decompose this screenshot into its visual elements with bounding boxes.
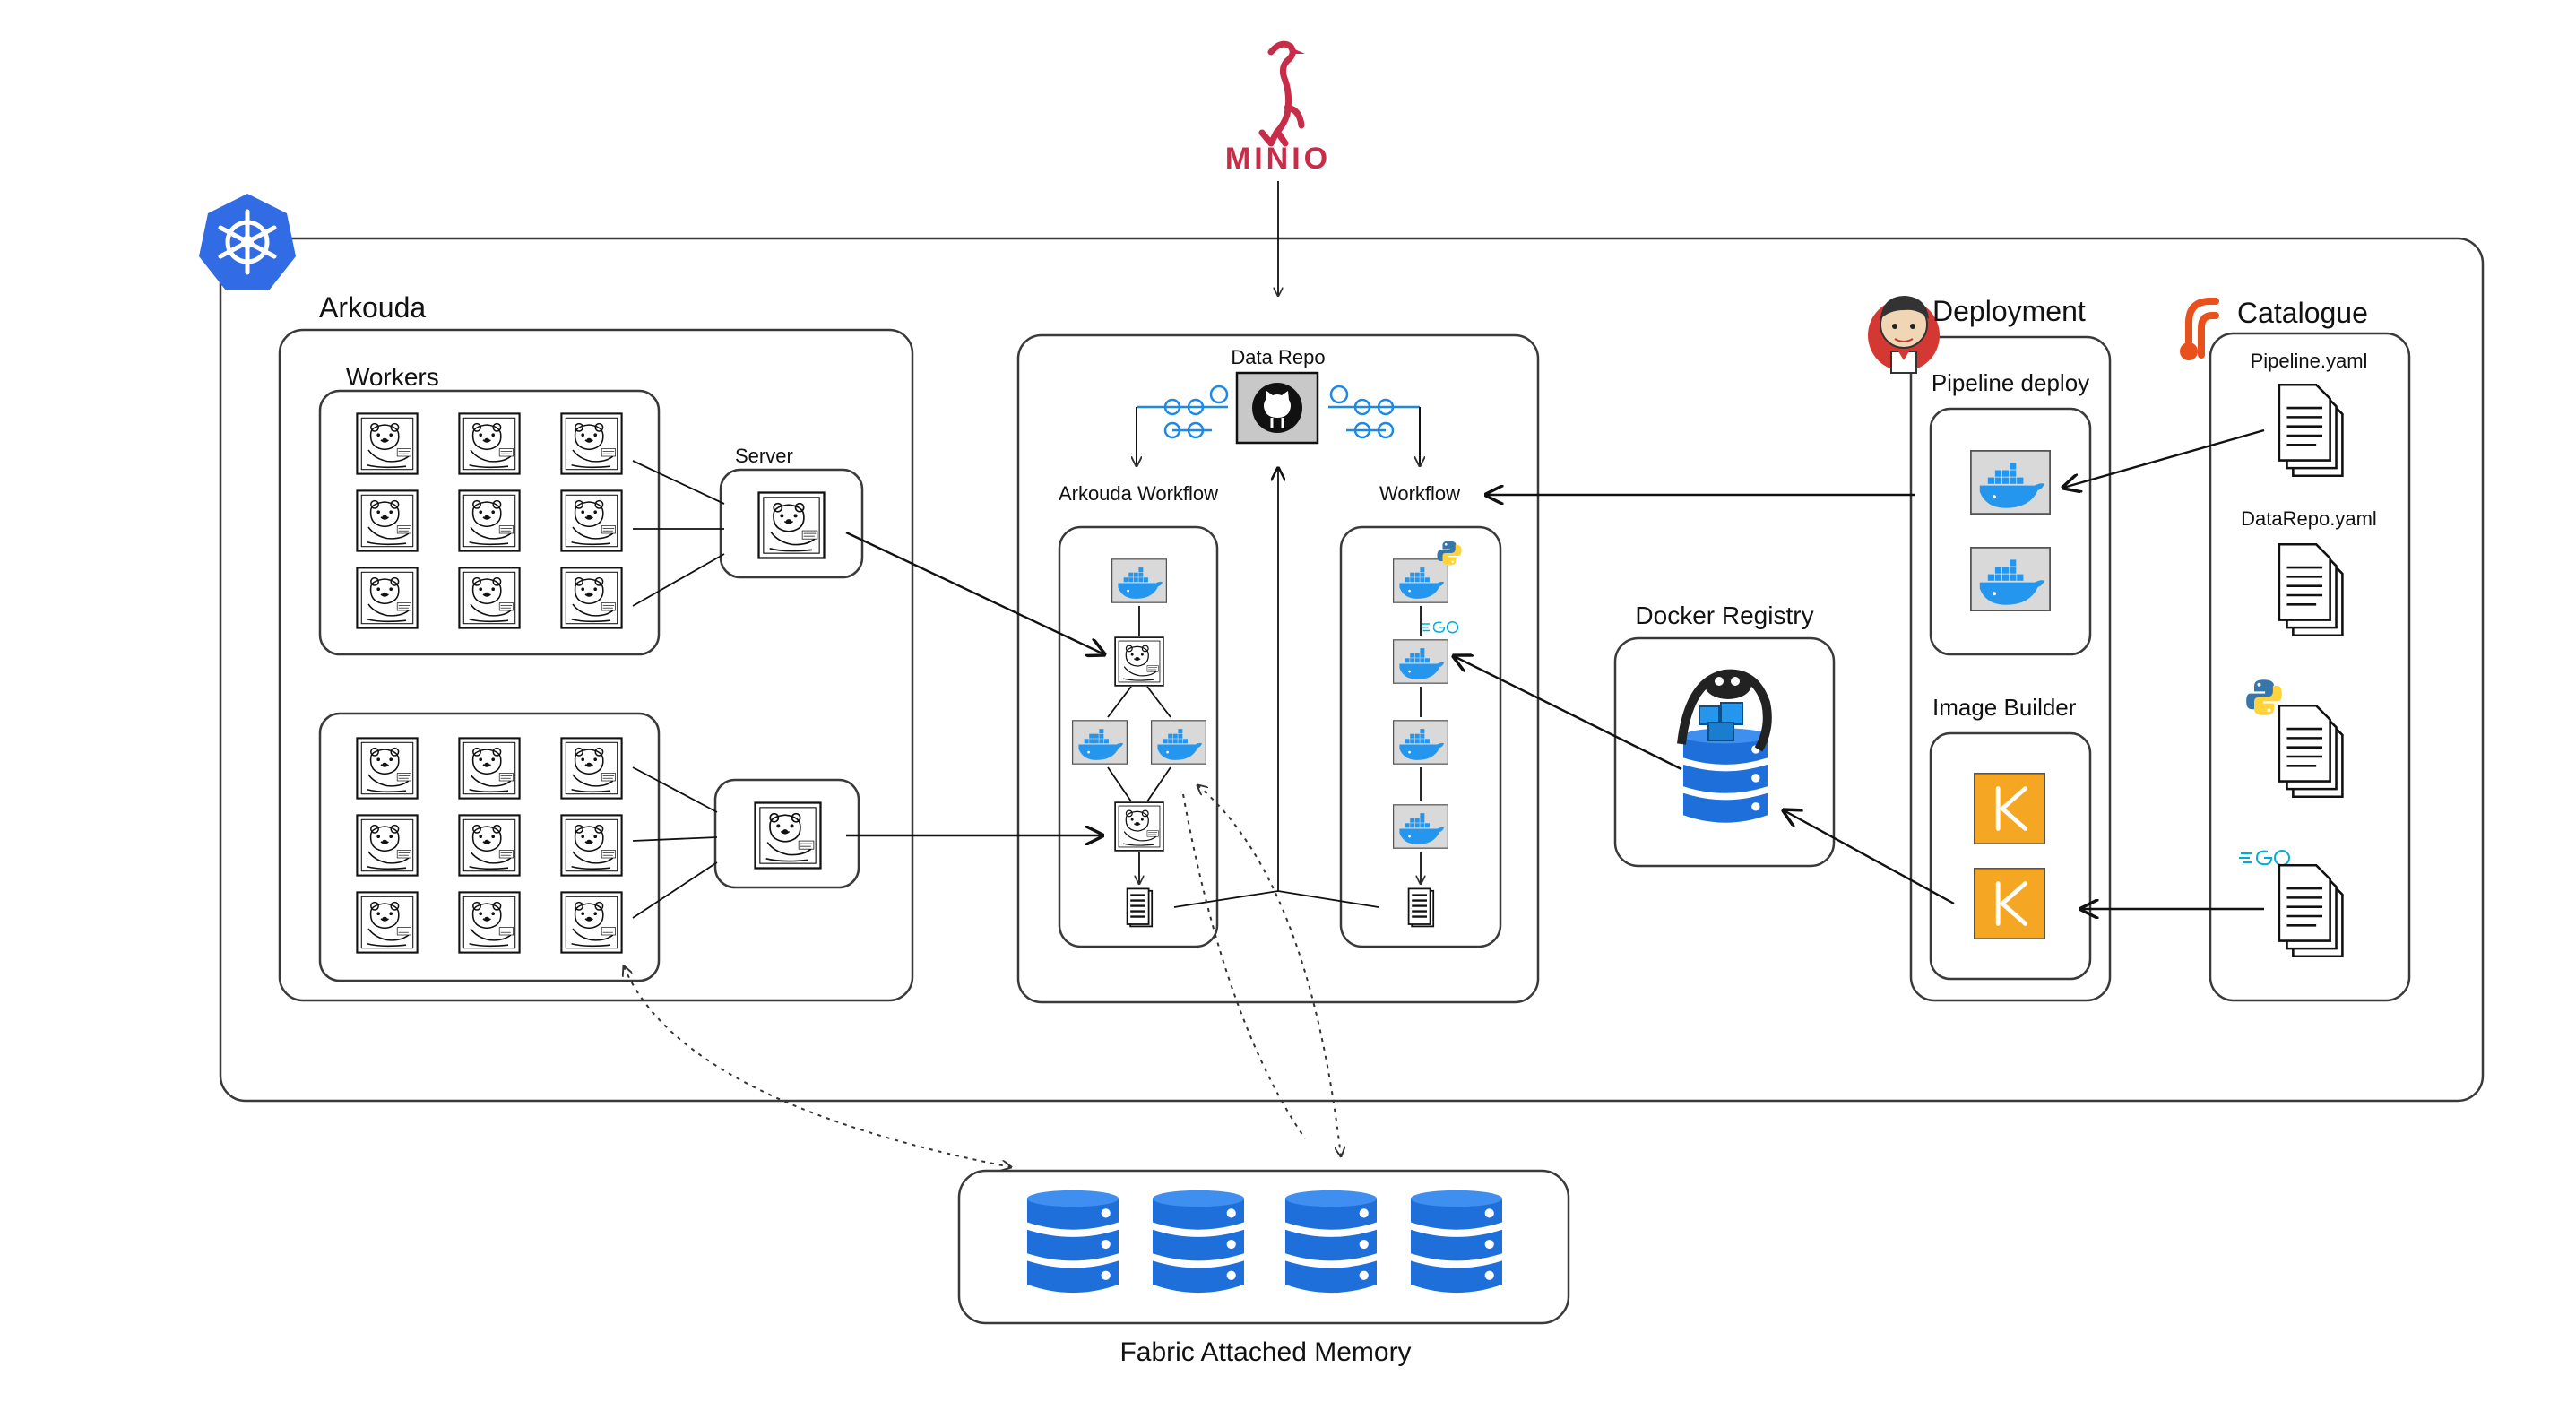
arkouda-title: Arkouda (319, 291, 426, 324)
catalogue-file-datarepo: DataRepo.yaml (2241, 507, 2377, 530)
polar-bear-icon (560, 891, 623, 954)
fam-title: Fabric Attached Memory (1119, 1337, 1411, 1367)
polar-bear-icon (458, 891, 521, 954)
polar-bear-icon (1114, 801, 1164, 852)
document-stack-icon (2278, 383, 2344, 478)
docker-icon (1970, 449, 2051, 515)
polar-bear-icon (458, 737, 521, 800)
docker-icon (1970, 546, 2051, 612)
database-icon (1411, 1190, 1502, 1294)
workers-grid-bottom (356, 737, 623, 954)
docker-icon (1072, 720, 1128, 765)
docker-icon (1393, 639, 1448, 684)
flow-icon-right (1328, 385, 1420, 439)
workflow-box (1339, 525, 1502, 948)
database-icon (1153, 1190, 1244, 1294)
arkouda-box (278, 328, 914, 1002)
docker-registry-box (1613, 636, 1836, 868)
polar-bear-icon (458, 412, 521, 475)
workers-box-top (318, 389, 661, 656)
kubernetes-icon (199, 194, 296, 290)
arkouda-workflow-box (1058, 525, 1219, 948)
go-icon (2239, 850, 2290, 866)
catalogue-title: Catalogue (2237, 297, 2368, 329)
kubeflow-icon (1975, 774, 2044, 844)
catalogue-file-pipeline: Pipeline.yaml (2251, 350, 2368, 372)
docker-icon (1151, 720, 1206, 765)
docker-icon (1111, 558, 1167, 603)
docker-icon (1393, 720, 1448, 765)
go-icon (1420, 620, 1459, 634)
deployment-box (1909, 335, 2112, 1002)
polar-bear-icon (458, 814, 521, 877)
image-builder-box (1929, 731, 2092, 981)
polar-bear-icon (356, 412, 419, 475)
polar-bear-icon (356, 489, 419, 552)
document-stack-icon (2278, 542, 2344, 637)
database-icon (1285, 1190, 1377, 1294)
data-repo-title: Data Repo (1231, 346, 1325, 368)
fam-box (957, 1169, 1570, 1325)
minio-logo: MINIO (1225, 40, 1331, 176)
document-stack-icon (2278, 863, 2344, 958)
polar-bear-icon (560, 814, 623, 877)
polar-bear-icon (560, 567, 623, 629)
workflow-title: Workflow (1379, 482, 1460, 505)
polar-bear-icon (560, 489, 623, 552)
fam-dotted-links (624, 785, 1341, 1167)
polar-bear-icon (560, 737, 623, 800)
arkouda-workflow-edges (1107, 606, 1171, 884)
document-stack-icon (2278, 704, 2344, 799)
docker-registry-icon (1677, 669, 1772, 823)
polar-bear-icon (560, 412, 623, 475)
polar-bear-icon (356, 891, 419, 954)
document-icon (1407, 887, 1435, 928)
image-builder-title: Image Builder (1932, 694, 2077, 721)
arkouda-workflow-title: Arkouda Workflow (1059, 482, 1218, 505)
catalogue-box (2209, 332, 2411, 1002)
polar-bear-icon (1114, 636, 1164, 687)
docker-icon (1393, 558, 1448, 603)
kubernetes-cluster-box (219, 237, 2485, 1103)
deployment-title: Deployment (1932, 295, 2086, 327)
workers-box-bottom (318, 712, 661, 982)
jenkins-icon (1868, 296, 1940, 374)
kubeflow-icon (1975, 869, 2044, 939)
polar-bear-icon (757, 491, 826, 559)
main-arrows (845, 428, 2265, 909)
polar-bear-icon (458, 489, 521, 552)
polar-bear-icon (356, 814, 419, 877)
docker-registry-title: Docker Registry (1635, 601, 1813, 629)
polar-bear-icon (356, 567, 419, 629)
minio-text: MINIO (1225, 142, 1331, 176)
database-icon (1027, 1190, 1119, 1294)
document-icon (1126, 887, 1154, 928)
catalogue-icon (2180, 298, 2219, 360)
workers-title: Workers (346, 363, 439, 391)
workers-grid-top (356, 412, 623, 629)
flow-icon-left (1137, 385, 1229, 439)
polar-bear-icon (356, 737, 419, 800)
pipeline-deploy-box (1929, 407, 2092, 656)
server-box-top (719, 468, 864, 579)
python-icon (2246, 679, 2282, 715)
worker-server-links (632, 460, 725, 919)
docker-icon (1393, 804, 1448, 849)
polar-bear-icon (458, 567, 521, 629)
github-icon (1235, 371, 1319, 445)
pipeline-deploy-title: Pipeline deploy (1932, 369, 2089, 396)
polar-bear-icon (754, 801, 822, 870)
server-box-bottom (713, 778, 860, 889)
server-title: Server (735, 445, 793, 467)
